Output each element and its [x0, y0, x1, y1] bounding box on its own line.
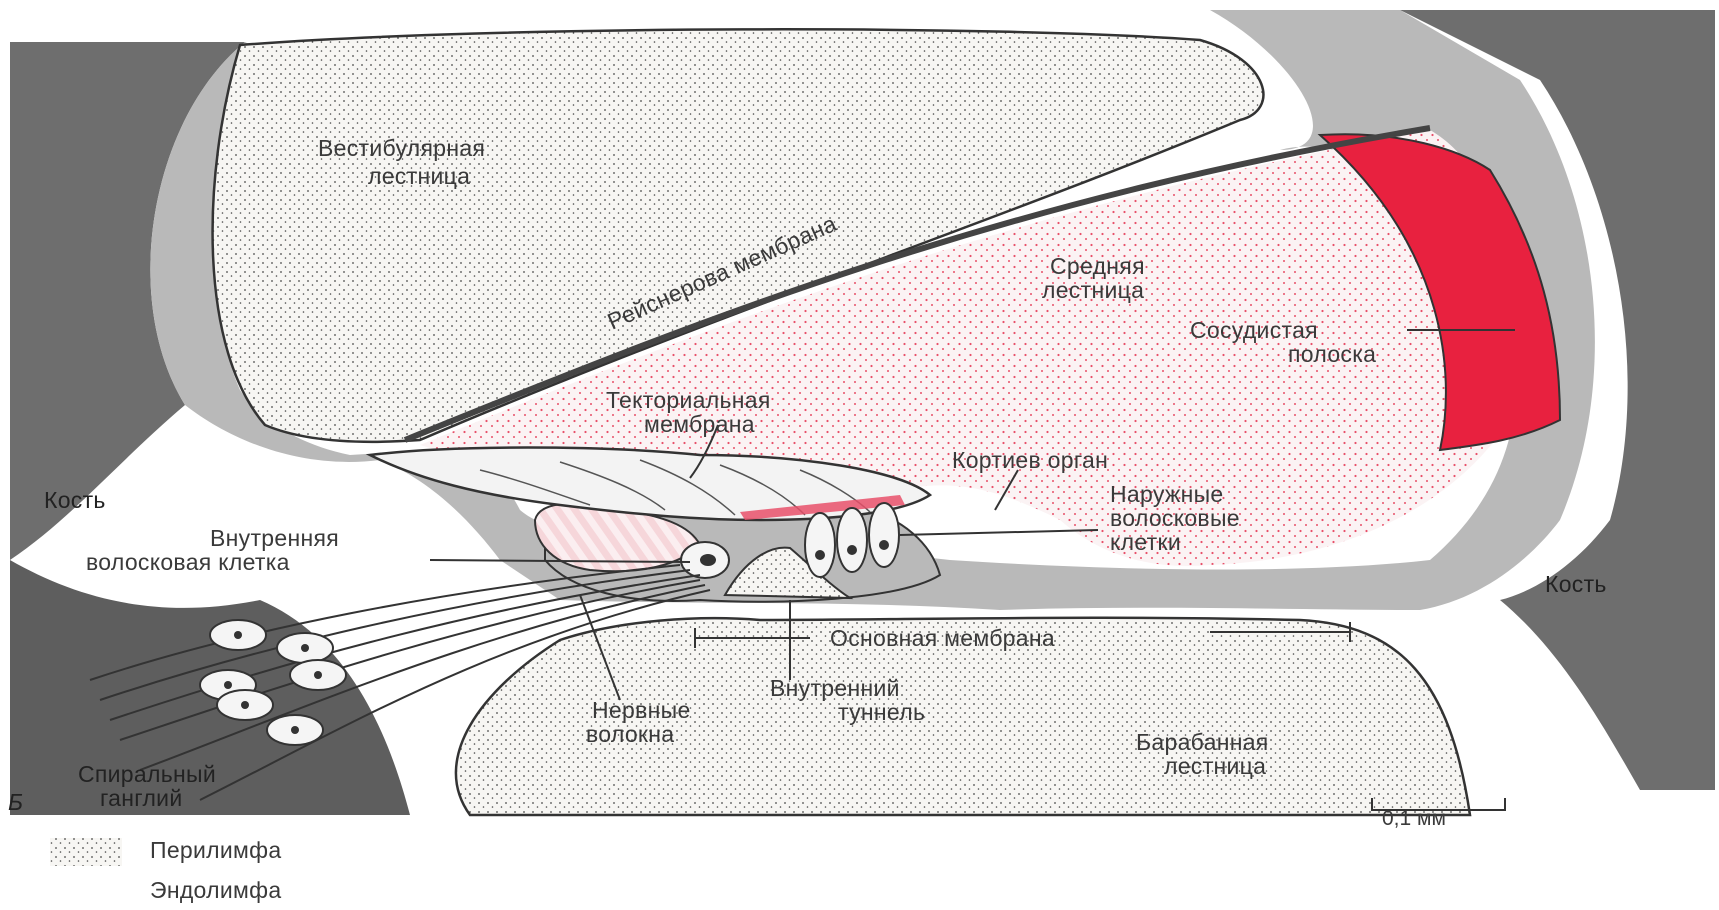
label-nerve-2: волокна	[586, 721, 674, 747]
label-tectorial-2: мембрана	[644, 411, 755, 437]
label-media-1: Средняя	[1050, 253, 1145, 279]
label-basilar: Основная мембрана	[830, 625, 1055, 651]
scale-bar-label: 0,1 мм	[1382, 807, 1446, 830]
label-ganglion-2: ганглий	[100, 785, 182, 811]
label-nerve-1: Нервные	[592, 697, 691, 723]
label-tectorial-1: Текториальная	[606, 387, 771, 413]
legend-label-endolymph: Эндолимфа	[150, 877, 281, 903]
legend-swatch-perilymph	[50, 838, 122, 866]
label-outer-hc-2: волосковые	[1110, 505, 1240, 531]
label-corti: Кортиев орган	[952, 447, 1108, 473]
label-bone-left: Кость	[44, 487, 106, 513]
label-ganglion-1: Спиральный	[78, 761, 216, 787]
panel-letter: Б	[8, 789, 23, 815]
label-inner-tunnel-2: туннель	[838, 699, 925, 725]
label-outer-hc-3: клетки	[1110, 529, 1181, 555]
label-tympani-2: лестница	[1164, 753, 1266, 779]
label-vestibular-2: лестница	[368, 163, 470, 189]
label-tympani-1: Барабанная	[1136, 729, 1269, 755]
label-bone-right: Кость	[1545, 571, 1607, 597]
outer-hair-cells	[805, 503, 899, 577]
legend-label-perilymph: Перилимфа	[150, 837, 281, 863]
label-stria-2: полоска	[1288, 341, 1376, 367]
label-outer-hc-1: Наружные	[1110, 481, 1224, 507]
label-inner-hc-2: волосковая клетка	[86, 549, 290, 575]
label-vestibular-1: Вестибулярная	[318, 135, 485, 161]
label-inner-hc-1: Внутренняя	[210, 525, 339, 551]
label-inner-tunnel-1: Внутренний	[770, 675, 900, 701]
label-media-2: лестница	[1042, 277, 1144, 303]
label-stria-1: Сосудистая	[1190, 317, 1318, 343]
